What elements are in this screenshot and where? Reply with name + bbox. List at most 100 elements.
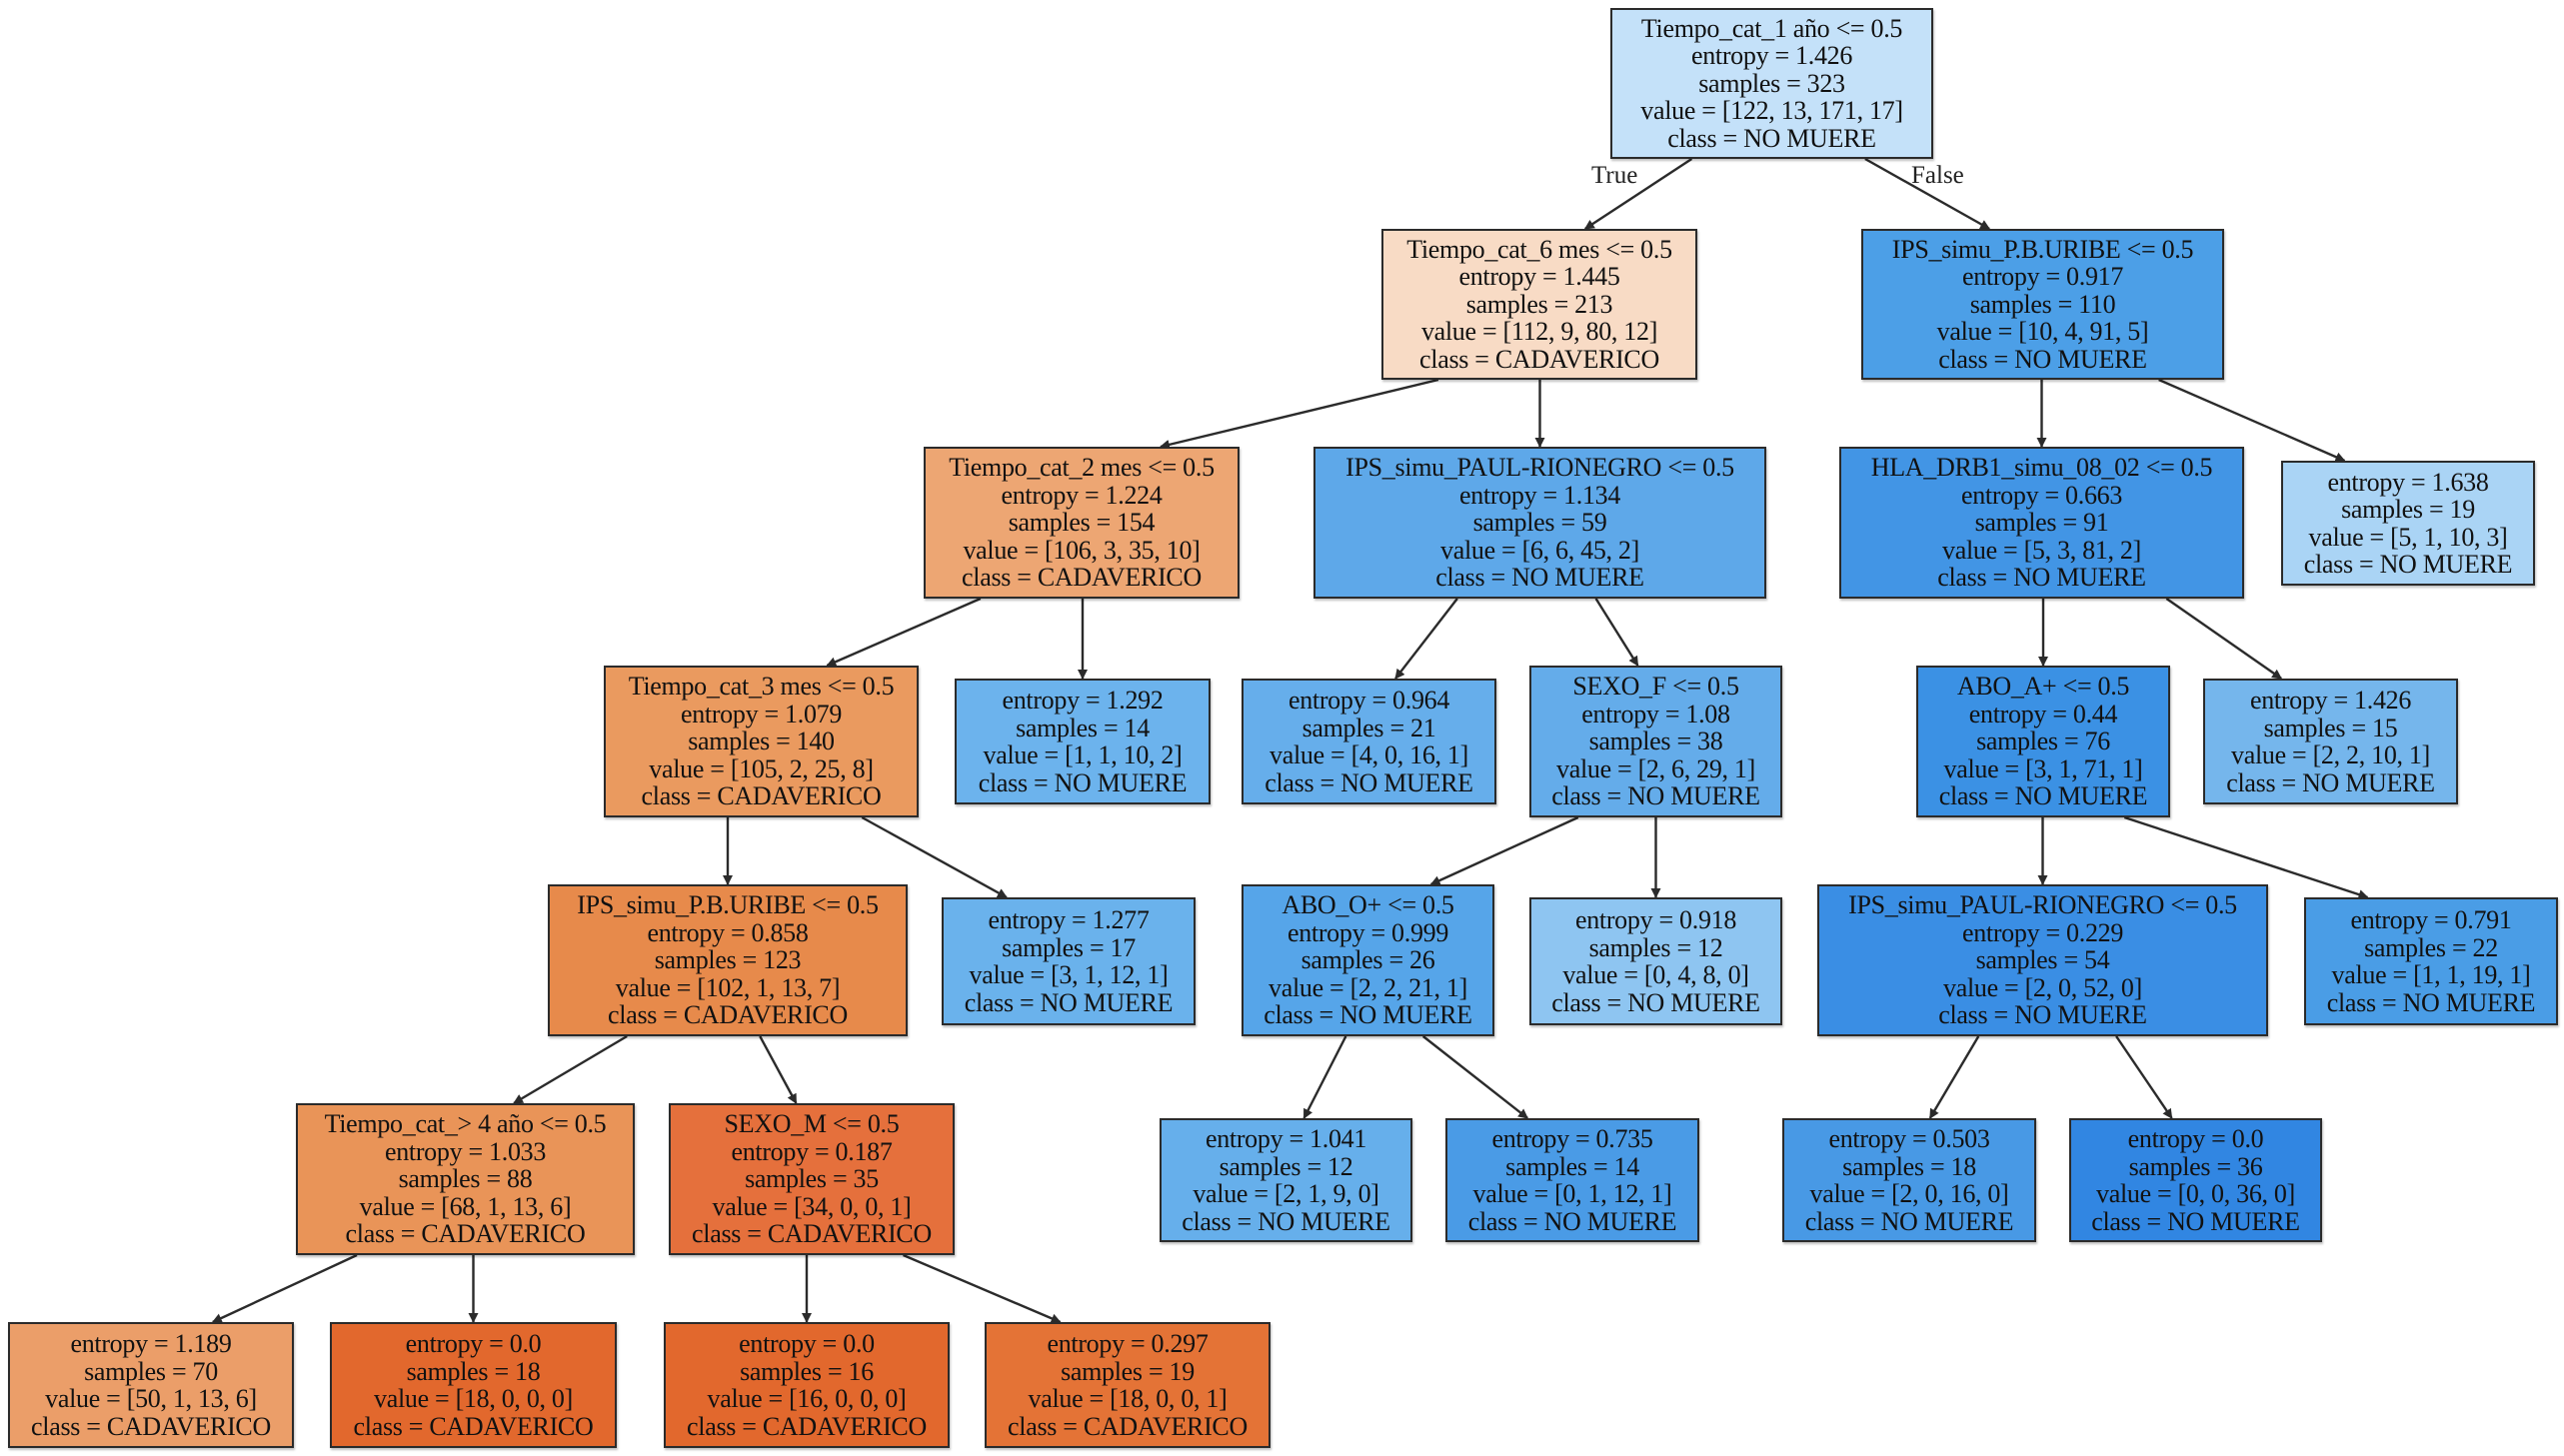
- node-entropy: entropy = 0.999: [1286, 917, 1449, 947]
- node-samples: samples = 91: [1974, 508, 2109, 538]
- node-entropy: entropy = 1.134: [1458, 480, 1621, 510]
- node-entropy: entropy = 1.08: [1581, 699, 1730, 728]
- tree-edge-arrow: [759, 1035, 798, 1104]
- node-value: value = [5, 3, 81, 2]: [1942, 535, 2141, 565]
- node-entropy: entropy = 0.0: [739, 1329, 875, 1358]
- node-split-condition: ABO_A+ <= 0.5: [1956, 672, 2130, 702]
- node-samples: samples = 36: [2128, 1151, 2263, 1181]
- tree-edge-arrow: [1160, 378, 1439, 450]
- node-value: value = [1, 1, 19, 1]: [2331, 960, 2531, 989]
- node-class: class = NO MUERE: [964, 987, 1174, 1017]
- node-entropy: entropy = 0.791: [2350, 905, 2512, 934]
- node-value: value = [4, 0, 16, 1]: [1270, 740, 1468, 769]
- node-value: value = [2, 2, 10, 1]: [2231, 740, 2430, 769]
- node-entropy: entropy = 0.663: [1960, 480, 2123, 510]
- node-samples: samples = 14: [1016, 713, 1150, 742]
- node-class: class = NO MUERE: [2091, 1206, 2300, 1236]
- node-class: class = CADAVERICO: [608, 1000, 848, 1030]
- node-class: class = NO MUERE: [1182, 1206, 1390, 1236]
- node-value: value = [5, 1, 10, 3]: [2308, 522, 2508, 552]
- node-entropy: entropy = 0.229: [1961, 917, 2124, 947]
- node-split-condition: HLA_DRB1_simu_08_02 <= 0.5: [1870, 453, 2213, 483]
- node-entropy: entropy = 1.224: [1001, 480, 1163, 510]
- node-value: value = [18, 0, 0, 0]: [374, 1384, 573, 1413]
- node-value: value = [105, 2, 25, 8]: [649, 753, 874, 783]
- node-entropy: entropy = 0.0: [405, 1329, 542, 1358]
- node-split-condition: Tiempo_cat_1 año <= 0.5: [1640, 13, 1903, 43]
- node-samples: samples = 88: [398, 1164, 533, 1194]
- node-split-condition: IPS_simu_P.B.URIBE <= 0.5: [1891, 234, 2194, 264]
- node-value: value = [2, 2, 21, 1]: [1269, 972, 1467, 1002]
- tree-edge-arrow: [1394, 598, 1458, 680]
- node-class: class = CADAVERICO: [687, 1411, 927, 1441]
- node-class: class = NO MUERE: [1264, 1000, 1472, 1030]
- node-value: value = [1, 1, 10, 2]: [983, 740, 1183, 769]
- tree-edge-arrow: [1864, 157, 1991, 231]
- node-class: class = CADAVERICO: [692, 1219, 932, 1249]
- tree-edge-arrow: [826, 597, 982, 668]
- node-value: value = [0, 0, 36, 0]: [2096, 1179, 2295, 1208]
- node-samples: samples = 15: [2263, 713, 2398, 742]
- node-entropy: entropy = 1.033: [384, 1136, 547, 1166]
- node-class: class = NO MUERE: [1667, 123, 1876, 153]
- node-value: value = [112, 9, 80, 12]: [1420, 317, 1658, 347]
- node-entropy: entropy = 1.426: [2249, 686, 2412, 715]
- node-class: class = NO MUERE: [1804, 1206, 2014, 1236]
- node-samples: samples = 35: [745, 1164, 879, 1194]
- node-value: value = [6, 6, 45, 2]: [1440, 535, 1639, 565]
- node-entropy: entropy = 1.638: [2327, 467, 2489, 497]
- node-value: value = [122, 13, 171, 17]: [1640, 96, 1903, 126]
- node-entropy: entropy = 0.735: [1491, 1124, 1653, 1153]
- node-value: value = [3, 1, 12, 1]: [969, 960, 1169, 989]
- node-value: value = [2, 0, 16, 0]: [1809, 1179, 2009, 1208]
- tree-edge-arrow: [2165, 598, 2283, 680]
- node-class: class = NO MUERE: [2303, 550, 2513, 579]
- node-value: value = [102, 1, 13, 7]: [615, 972, 841, 1002]
- node-class: class = NO MUERE: [1551, 987, 1760, 1017]
- edge-label-false: False: [1911, 162, 1964, 189]
- node-samples: samples = 323: [1698, 68, 1845, 98]
- tree-edge-arrow: [2158, 378, 2346, 463]
- node-value: value = [2, 0, 52, 0]: [1943, 972, 2142, 1002]
- node-class: class = NO MUERE: [978, 767, 1188, 797]
- node-value: value = [2, 1, 9, 0]: [1193, 1179, 1379, 1208]
- node-class: class = NO MUERE: [1435, 563, 1644, 593]
- tree-edge-arrow: [1429, 815, 1579, 886]
- node-value: value = [68, 1, 13, 6]: [359, 1191, 572, 1221]
- node-entropy: entropy = 0.917: [1961, 262, 2124, 292]
- node-value: value = [34, 0, 0, 1]: [712, 1191, 912, 1221]
- edge-label-true: True: [1591, 162, 1638, 189]
- node-samples: samples = 12: [1588, 932, 1723, 962]
- node-class: class = NO MUERE: [2326, 987, 2536, 1017]
- node-class: class = CADAVERICO: [962, 563, 1202, 593]
- node-class: class = CADAVERICO: [1008, 1411, 1248, 1441]
- node-entropy: entropy = 1.041: [1205, 1124, 1367, 1153]
- node-split-condition: IPS_simu_P.B.URIBE <= 0.5: [577, 890, 879, 920]
- node-samples: samples = 123: [654, 945, 802, 975]
- node-class: class = CADAVERICO: [353, 1411, 594, 1441]
- node-value: value = [18, 0, 0, 1]: [1028, 1384, 1228, 1413]
- node-samples: samples = 213: [1465, 289, 1613, 319]
- node-entropy: entropy = 1.079: [680, 699, 843, 728]
- node-samples: samples = 154: [1008, 508, 1156, 538]
- node-samples: samples = 110: [1969, 289, 2116, 319]
- node-entropy: entropy = 0.918: [1574, 905, 1737, 934]
- node-samples: samples = 59: [1472, 508, 1607, 538]
- node-split-condition: ABO_O+ <= 0.5: [1282, 890, 1454, 920]
- node-samples: samples = 18: [1842, 1151, 1976, 1181]
- node-entropy: entropy = 1.445: [1458, 262, 1620, 292]
- node-value: value = [16, 0, 0, 0]: [707, 1384, 907, 1413]
- tree-edge-arrow: [903, 1253, 1062, 1324]
